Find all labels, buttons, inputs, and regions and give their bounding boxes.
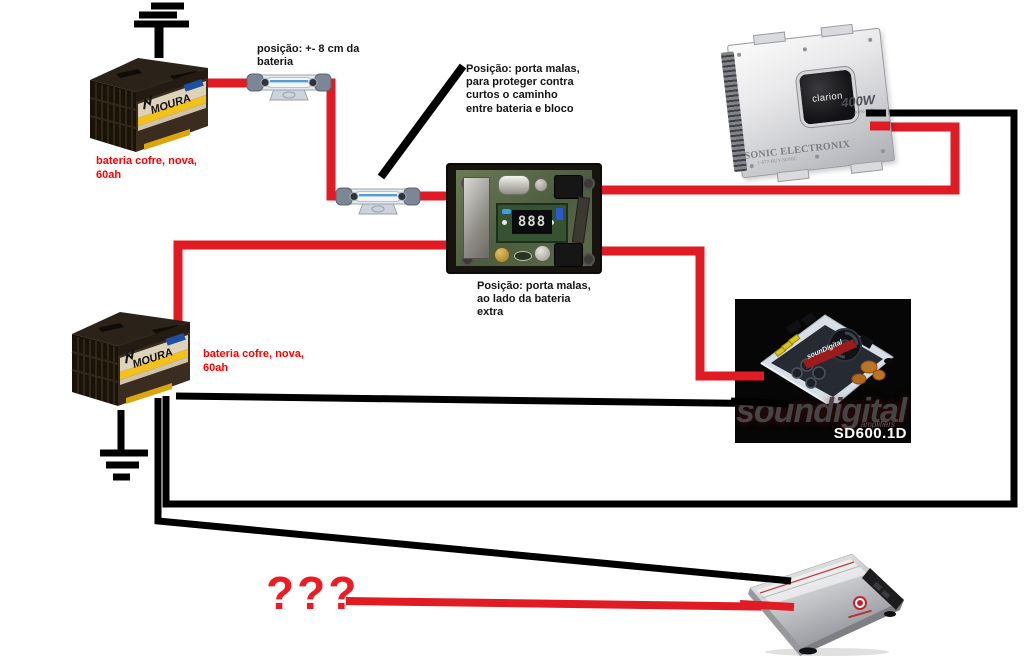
output-connector-bottom	[554, 243, 583, 267]
voltage-protector-board-photo: 888	[446, 163, 602, 274]
wire-battery2-to-soundigital-ground	[175, 392, 790, 408]
ground-symbol-top	[134, 2, 189, 58]
note-board-position: Posição: porta malas, ao lado da bateria…	[477, 280, 591, 319]
annotation-pointer-line	[377, 63, 467, 180]
fuse-holder-1-photo	[246, 73, 332, 101]
screw-terminal	[534, 245, 551, 262]
metal-clamp	[463, 177, 490, 259]
unknown-amplifier-photo	[748, 553, 905, 656]
label-battery-bottom: bateria cofre, nova, 60ah	[203, 348, 304, 374]
ground-symbol-bottom	[100, 410, 148, 481]
board-screw	[582, 177, 595, 190]
wire-board-to-clarion-positive	[592, 122, 960, 195]
output-connector-top	[554, 175, 583, 199]
voltmeter-digits: 888	[517, 214, 547, 230]
wire-tip-bottom-amp-red	[739, 600, 795, 611]
wire-tip-soundigital-black	[730, 397, 789, 408]
soundigital-model-text: SD600.1D	[833, 425, 907, 442]
barrel-clamp	[498, 175, 530, 195]
brass-screw	[494, 247, 510, 263]
wire-battery2-to-board	[173, 240, 456, 334]
label-battery-top: bateria cofre, nova, 60ah	[96, 155, 197, 181]
voltmeter-display: 888	[512, 210, 552, 234]
wire-board-to-soundigital-positive	[586, 246, 750, 381]
wire-unknown-to-bottom-amp	[345, 597, 795, 611]
soundigital-amplifier-photo: sounDigital soundigital amplifiers SD600…	[735, 299, 911, 443]
led-indicator	[502, 209, 511, 214]
note-fuse1-position: posição: +- 8 cm da bateria	[257, 43, 360, 69]
screw-terminal	[534, 178, 548, 192]
note-fuse2-position: Posição: porta malas, para proteger cont…	[466, 63, 580, 115]
mount-hole	[514, 251, 532, 261]
question-marks-label: ???	[266, 567, 360, 619]
battery-top-photo: MOURA	[89, 58, 208, 152]
battery-bottom-photo: MOURA	[71, 312, 190, 406]
wire-tip-bottom-amp-black	[739, 572, 792, 585]
terminal-dot	[502, 220, 507, 225]
board-screw	[582, 253, 595, 266]
wire-battery2-to-bottom-amp-ground	[154, 398, 792, 585]
wire-clarion-ground-to-battery2	[162, 109, 1018, 508]
voltmeter-module: 888	[496, 203, 568, 243]
fuse-holder-2-photo	[335, 187, 421, 215]
soundigital-watermark-sub-text: amplifiers	[860, 420, 895, 429]
soundigital-product-render: sounDigital	[760, 312, 894, 409]
capacitor	[556, 208, 563, 220]
